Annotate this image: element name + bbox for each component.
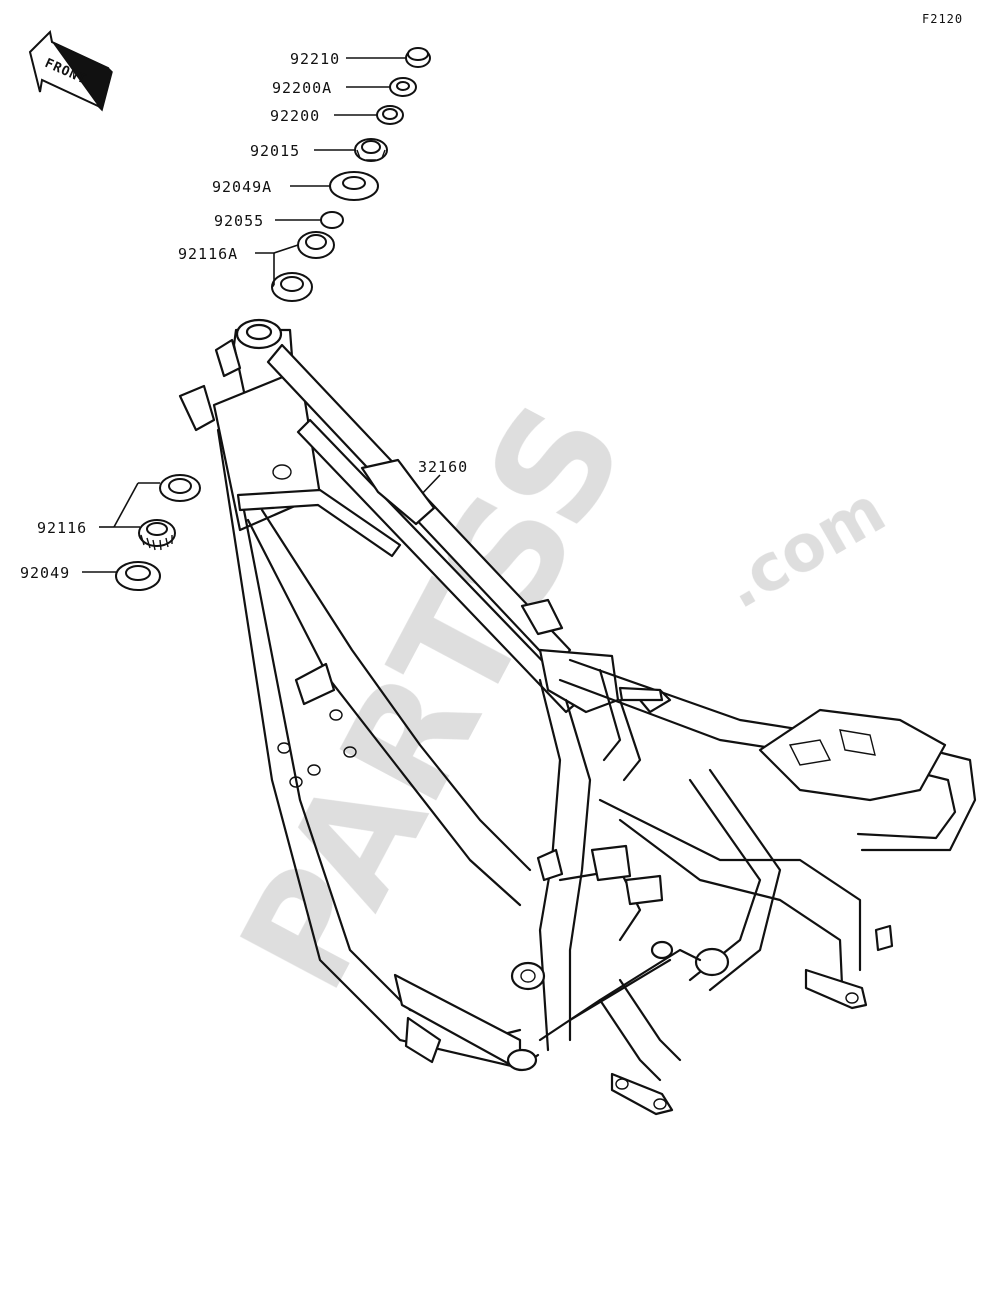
- part-92015-nut: [354, 138, 388, 162]
- callout-92210: 92210: [290, 50, 340, 68]
- part-92116-bearing: [138, 519, 176, 551]
- frame-32160: [178, 318, 977, 1116]
- watermark-suffix-text: .com: [711, 473, 898, 624]
- callout-92049: 92049: [20, 564, 70, 582]
- part-92055-oring: [320, 211, 344, 229]
- part-92210-cap: [405, 47, 431, 68]
- leader-lines: [82, 57, 441, 573]
- callout-92055: 92055: [214, 212, 264, 230]
- part-92049A-seal: [329, 171, 379, 201]
- callout-labels: 92210 92200A 92200 92015 92049A 92055 92…: [20, 50, 468, 582]
- part-92049-seal: [115, 561, 161, 591]
- part-92116-race: [159, 474, 201, 502]
- part-92200-lockwasher: [376, 105, 404, 125]
- callout-92200A: 92200A: [272, 79, 332, 97]
- front-arrow-icon: FRONT: [28, 29, 113, 112]
- callout-92116A: 92116A: [178, 245, 238, 263]
- callout-92200: 92200: [270, 107, 320, 125]
- callout-32160: 32160: [418, 458, 468, 476]
- callout-92116: 92116: [37, 519, 87, 537]
- part-92116A-bearing-lower: [271, 272, 313, 302]
- figure-code: F2120: [922, 12, 963, 26]
- callout-92015: 92015: [250, 142, 300, 160]
- part-92116A-bearing-upper: [297, 231, 335, 259]
- callout-92049A: 92049A: [212, 178, 272, 196]
- part-92200A-washer: [389, 77, 417, 97]
